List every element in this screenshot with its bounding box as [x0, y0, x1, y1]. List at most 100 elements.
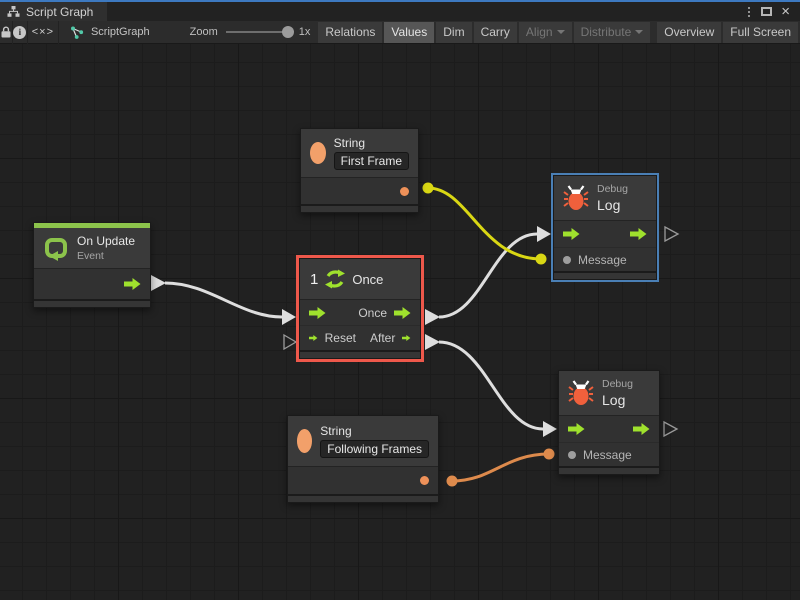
node-footer [559, 466, 659, 474]
tab-script-graph[interactable]: Script Graph [0, 2, 107, 21]
port-label-after: After [370, 331, 395, 345]
flow-input-port[interactable] [563, 228, 580, 240]
port-label-message: Message [578, 253, 627, 267]
node-on-update[interactable]: On Update Event [33, 222, 151, 308]
window-controls: × [744, 2, 800, 21]
wire-dest-dot [544, 449, 555, 460]
relations-button[interactable]: Relations [318, 22, 382, 43]
graph-name-label: ScriptGraph [91, 26, 150, 38]
node-title: String [320, 424, 429, 438]
fullscreen-button[interactable]: Full Screen [723, 22, 798, 43]
lock-button[interactable] [0, 21, 13, 44]
unconnected-port-triangle[interactable] [284, 335, 296, 349]
flow-input-port[interactable] [568, 423, 585, 435]
wire-source-arrow [425, 334, 440, 350]
align-dropdown[interactable]: Align [519, 22, 572, 43]
node-string-first-frame[interactable]: String First Frame [300, 128, 419, 213]
distribute-dropdown[interactable]: Distribute [574, 22, 651, 43]
toolbar: i <×> ScriptGraph Zoom 1x Relations Valu… [0, 21, 800, 44]
debug-bug-icon [563, 185, 589, 212]
wire-source-dot [423, 183, 434, 194]
inspector-button[interactable]: i [13, 21, 28, 44]
zoom-label: Zoom [190, 26, 218, 38]
wire-dest-dot [536, 254, 547, 265]
wire-onupdate-to-once[interactable] [165, 283, 282, 317]
node-footer [288, 494, 438, 502]
port-label-once: Once [358, 306, 387, 320]
zoom-slider-handle[interactable] [282, 26, 294, 38]
zoom-slider[interactable] [226, 31, 290, 33]
once-count-text: 1 [310, 271, 318, 288]
code-preview-button[interactable]: <×> [28, 21, 59, 44]
tab-label: Script Graph [26, 5, 93, 19]
wire-dest-arrow [543, 421, 557, 437]
string-type-icon [310, 142, 326, 164]
wire-stringfirst-to-message[interactable] [428, 188, 541, 259]
node-subtitle: Debug [597, 183, 628, 195]
node-title: String [334, 136, 409, 150]
values-button[interactable]: Values [384, 22, 434, 43]
wire-stringfollowing-to-message[interactable] [452, 454, 549, 481]
carry-button[interactable]: Carry [474, 22, 517, 43]
once-cycle-icon [323, 267, 347, 291]
node-debug-log-top[interactable]: Debug Log Message [553, 175, 657, 280]
node-title: Once [352, 272, 383, 287]
debug-bug-icon [568, 380, 594, 407]
node-subtitle: Event [77, 250, 135, 262]
wire-source-arrow [151, 275, 166, 291]
close-icon[interactable]: × [779, 4, 792, 19]
wire-source-dot [447, 476, 458, 487]
value-output-port[interactable] [400, 187, 409, 196]
chevron-down-icon [635, 30, 643, 34]
graph-hierarchy-icon [7, 6, 20, 17]
dim-button[interactable]: Dim [436, 22, 471, 43]
maximize-icon[interactable] [761, 7, 772, 16]
wire-dest-arrow [537, 226, 551, 242]
value-input-port[interactable] [563, 256, 571, 264]
flow-output-port[interactable] [394, 307, 411, 319]
flow-output-port[interactable] [630, 228, 647, 240]
titlebar: Script Graph × [0, 2, 800, 21]
graph-canvas[interactable]: On Update Event 1 [0, 44, 800, 600]
string-value-field[interactable]: Following Frames [320, 440, 429, 458]
node-debug-log-bottom[interactable]: Debug Log Message [558, 370, 660, 475]
script-graph-asset-icon [70, 26, 84, 39]
node-footer [301, 204, 418, 212]
wire-once-to-debugtop[interactable] [439, 234, 537, 317]
flow-input-port[interactable] [309, 307, 326, 319]
zoom-value: 1x [299, 26, 311, 38]
node-subtitle: Debug [602, 378, 633, 390]
info-icon: i [13, 26, 26, 39]
unconnected-port-triangle[interactable] [664, 422, 677, 436]
chevron-down-icon [557, 30, 565, 34]
port-label-reset: Reset [325, 331, 356, 345]
unconnected-port-triangle[interactable] [665, 227, 678, 241]
flow-output-port[interactable] [124, 278, 141, 290]
lock-icon [1, 26, 11, 38]
node-title: On Update [77, 234, 135, 248]
flow-input-port[interactable] [309, 332, 318, 344]
string-value-field[interactable]: First Frame [334, 152, 409, 170]
wire-once-to-debugbottom[interactable] [439, 342, 543, 429]
string-type-icon [297, 429, 312, 453]
window-focus-line [0, 0, 800, 2]
node-footer [300, 350, 420, 358]
wire-source-arrow [425, 309, 440, 325]
port-label-message: Message [583, 448, 632, 462]
window-menu-icon[interactable] [744, 5, 754, 19]
node-string-following-frames[interactable]: String Following Frames [287, 415, 439, 503]
on-update-loop-icon [43, 235, 69, 261]
value-output-port[interactable] [420, 476, 429, 485]
overview-button[interactable]: Overview [657, 22, 721, 43]
flow-output-port[interactable] [633, 423, 650, 435]
flow-output-port[interactable] [402, 332, 411, 344]
node-once[interactable]: 1 Once Once [299, 258, 421, 359]
node-title: Log [597, 197, 628, 213]
graph-reference[interactable]: ScriptGraph [70, 26, 150, 39]
value-input-port[interactable] [568, 451, 576, 459]
node-footer [34, 299, 150, 307]
toolbar-buttons: Relations Values Dim Carry Align Distrib… [318, 21, 800, 44]
code-icon: <×> [32, 26, 54, 38]
node-title: Log [602, 392, 633, 408]
